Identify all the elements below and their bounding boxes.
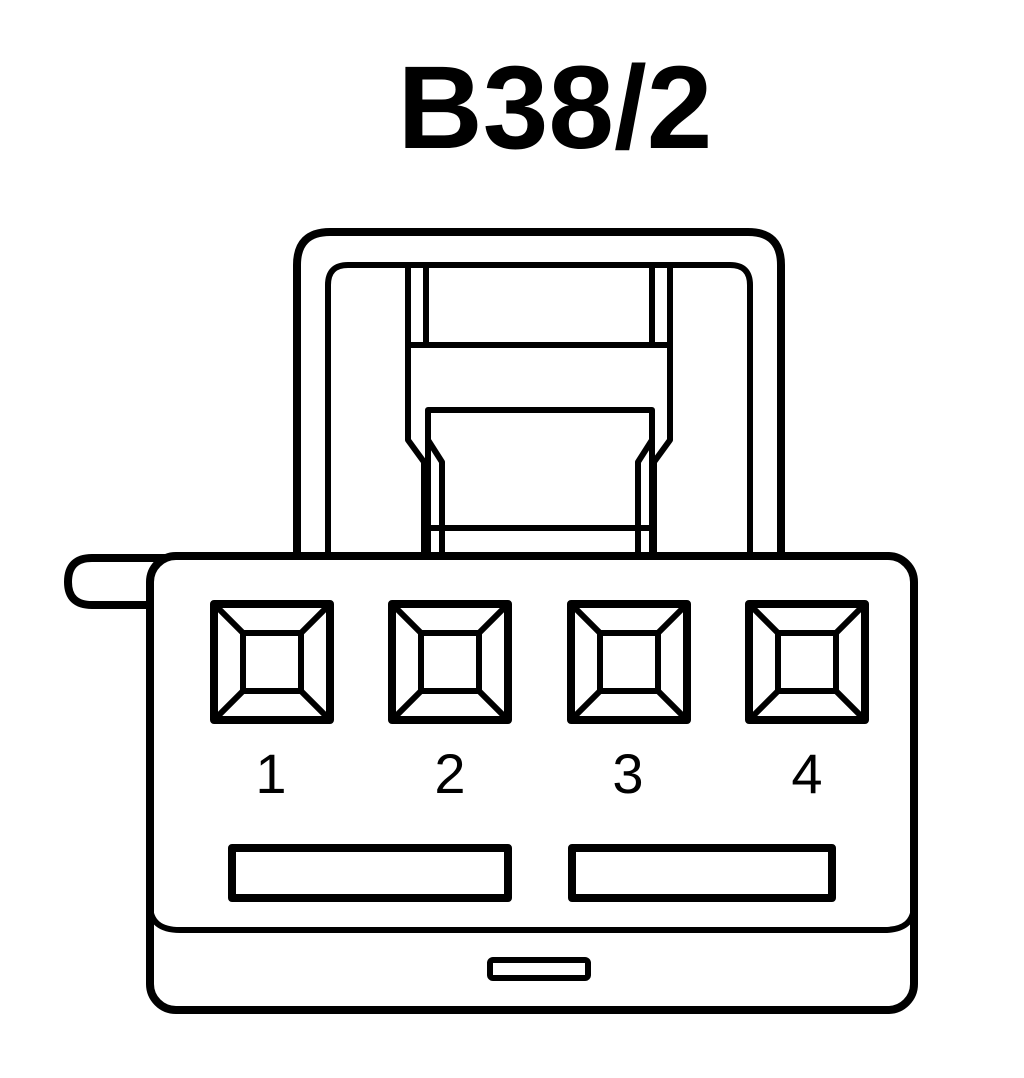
lower-slot-right xyxy=(568,844,836,902)
pin-cavity-2 xyxy=(388,600,512,724)
pin-label-1: 1 xyxy=(255,742,286,805)
pin-labels: 1 2 3 4 xyxy=(255,742,822,805)
pin-label-2: 2 xyxy=(434,742,465,805)
pin-cavity-4 xyxy=(745,600,869,724)
latch-housing xyxy=(293,228,785,569)
pin-cavities xyxy=(210,600,869,724)
pin-cavity-1 xyxy=(210,600,334,724)
key-slot xyxy=(487,957,591,981)
lower-slot-left xyxy=(228,844,512,902)
side-tab xyxy=(64,554,169,609)
connector-title: B38/2 xyxy=(398,42,713,174)
pin-cavity-3 xyxy=(567,600,691,724)
pin-label-4: 4 xyxy=(791,742,822,805)
pin-label-3: 3 xyxy=(612,742,643,805)
